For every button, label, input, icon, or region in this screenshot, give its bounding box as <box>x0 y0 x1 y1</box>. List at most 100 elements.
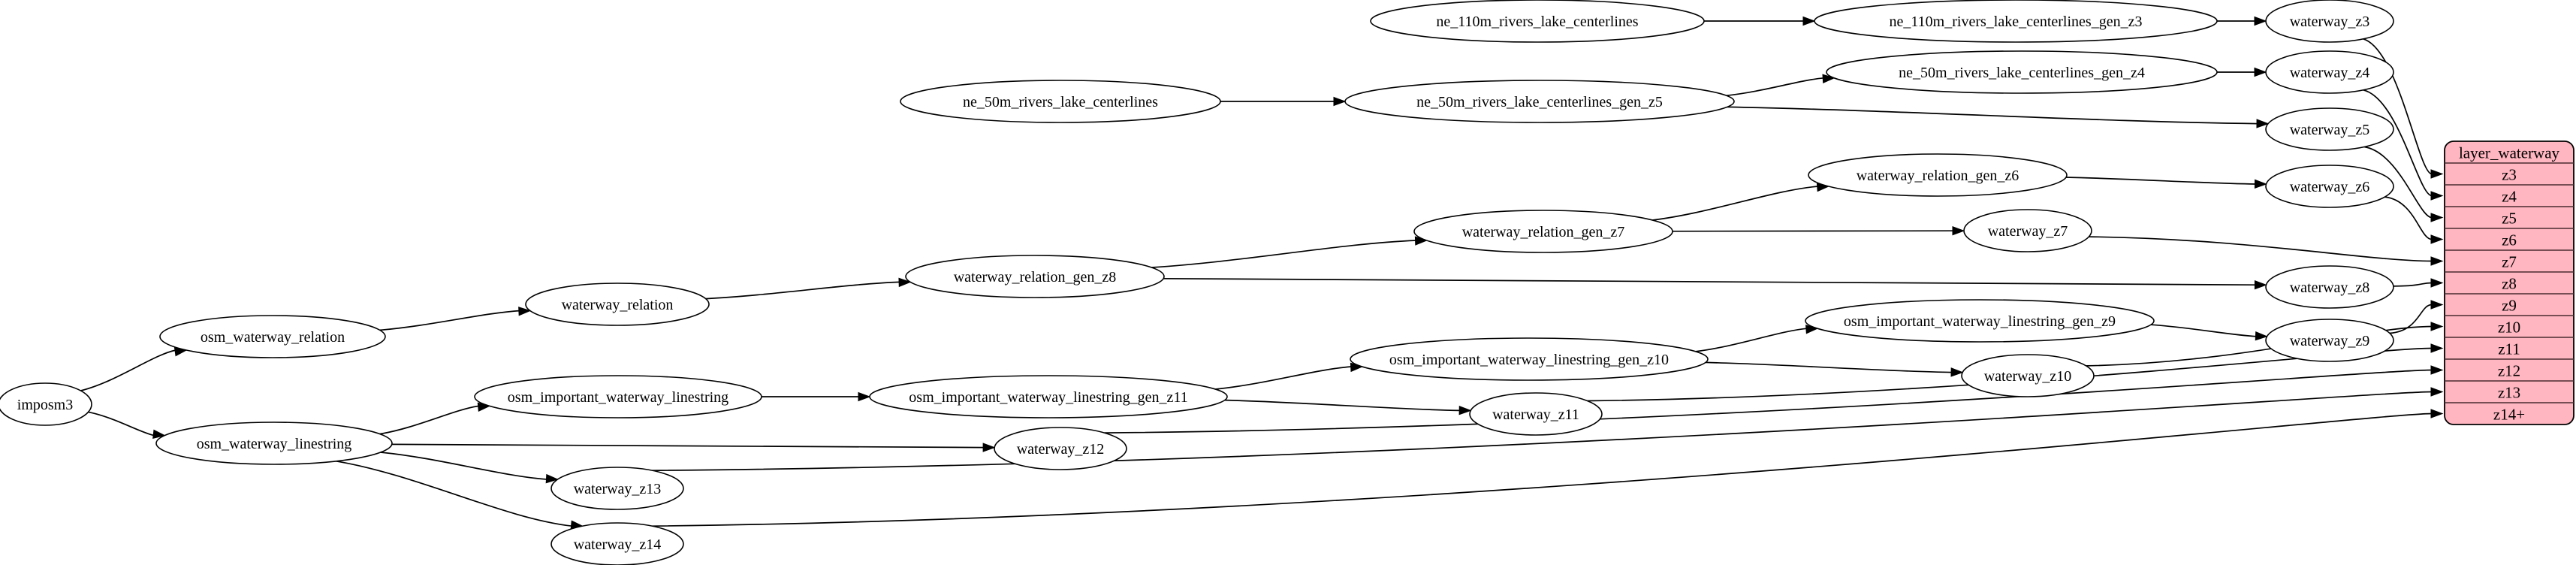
node-waterway_z10[interactable]: waterway_z10 <box>1961 354 2095 397</box>
edge-arrowhead <box>1802 16 1816 26</box>
node-osm_important_waterway_linestring_gen_z9[interactable]: osm_important_waterway_linestring_gen_z9 <box>1805 299 2155 343</box>
edge-osm_waterway_linestring--to--osm_important_waterway_linestring <box>379 405 479 435</box>
node-imposm3[interactable]: imposm3 <box>0 382 92 426</box>
edge-arrowhead <box>2254 179 2267 189</box>
edge-ne_50m_rivers_lake_centerlines_gen_z5--to--waterway_z5 <box>1727 106 2258 125</box>
node-shape <box>869 375 1228 418</box>
node-shape <box>1808 153 2068 197</box>
table-row-z3[interactable]: z3 <box>2502 166 2517 184</box>
node-waterway_z6[interactable]: waterway_z6 <box>2265 165 2394 208</box>
edge-arrowhead <box>545 473 559 484</box>
node-label: osm_important_waterway_linestring_gen_z1… <box>1389 352 1669 368</box>
node-waterway_relation_gen_z7[interactable]: waterway_relation_gen_z7 <box>1413 210 1673 253</box>
node-shape <box>1344 80 1735 123</box>
node-ne_50m_rivers_lake_centerlines_gen_z4[interactable]: ne_50m_rivers_lake_centerlines_gen_z4 <box>1826 50 2218 94</box>
table-row-z13[interactable]: z13 <box>2498 384 2520 402</box>
node-osm_waterway_linestring[interactable]: osm_waterway_linestring <box>155 421 393 465</box>
node-waterway_z8[interactable]: waterway_z8 <box>2265 265 2394 309</box>
node-shape <box>155 421 393 465</box>
node-waterway_z12[interactable]: waterway_z12 <box>994 427 1127 470</box>
node-ne_50m_rivers_lake_centerlines_gen_z5[interactable]: ne_50m_rivers_lake_centerlines_gen_z5 <box>1344 80 1735 123</box>
table-row-z6[interactable]: z6 <box>2502 231 2517 249</box>
node-waterway_z4[interactable]: waterway_z4 <box>2265 50 2394 94</box>
node-waterway_z9[interactable]: waterway_z9 <box>2265 319 2394 362</box>
edge-osm_important_waterway_linestring_gen_z10--to--osm_important_waterway_linestring_gen_z9 <box>1695 328 1808 352</box>
node-shape <box>1469 392 1603 436</box>
node-label: imposm3 <box>17 397 73 413</box>
node-waterway_z14[interactable]: waterway_z14 <box>550 522 684 565</box>
edge-arrowhead <box>2430 300 2444 310</box>
table-outline <box>2444 140 2574 425</box>
table-row-z7[interactable]: z7 <box>2502 253 2517 271</box>
node-osm_waterway_relation[interactable]: osm_waterway_relation <box>159 315 386 358</box>
edge-osm_waterway_relation--to--waterway_relation <box>379 310 520 331</box>
edge-arrowhead <box>2430 213 2444 222</box>
node-label: waterway_z11 <box>1492 406 1579 423</box>
node-label: waterway_z3 <box>2290 14 2370 30</box>
edge-arrowhead <box>2255 331 2268 341</box>
node-osm_important_waterway_linestring[interactable]: osm_important_waterway_linestring <box>474 375 762 418</box>
table-row-z4[interactable]: z4 <box>2502 188 2517 206</box>
edge-arrowhead <box>2254 279 2267 290</box>
node-shape <box>159 315 386 358</box>
edge-imposm3--to--osm_waterway_relation <box>80 349 176 391</box>
edge-arrowhead <box>1952 225 1965 236</box>
node-shape <box>550 522 684 565</box>
edges-layer <box>80 16 2444 530</box>
table-row-z11[interactable]: z11 <box>2498 340 2520 358</box>
table-row-z12[interactable]: z12 <box>2498 362 2520 380</box>
node-label: osm_waterway_linestring <box>197 436 352 452</box>
node-label: waterway_z14 <box>574 536 662 553</box>
edge-arrowhead <box>2430 169 2444 179</box>
node-waterway_z5[interactable]: waterway_z5 <box>2265 107 2394 151</box>
node-osm_important_waterway_linestring_gen_z10[interactable]: osm_important_waterway_linestring_gen_z1… <box>1350 337 1709 381</box>
node-shape <box>1826 50 2218 94</box>
edge-osm_important_waterway_linestring_gen_z11--to--waterway_z11 <box>1224 399 1461 412</box>
node-label: osm_important_waterway_linestring <box>508 389 728 406</box>
node-waterway_z7[interactable]: waterway_z7 <box>1963 209 2092 252</box>
node-label: waterway_z9 <box>2290 333 2370 349</box>
edge-osm_important_waterway_linestring_gen_z11--to--osm_important_waterway_linestring_gen_z10 <box>1215 366 1352 390</box>
node-shape <box>2265 165 2394 208</box>
edge-waterway_z4--to--layer_waterway-z4 <box>2363 89 2433 197</box>
node-label: waterway_z8 <box>2290 279 2370 296</box>
node-label: ne_50m_rivers_lake_centerlines_gen_z5 <box>1416 94 1663 110</box>
node-shape <box>2265 50 2394 94</box>
node-waterway_relation[interactable]: waterway_relation <box>525 282 710 326</box>
node-waterway_relation_gen_z8[interactable]: waterway_relation_gen_z8 <box>905 255 1165 298</box>
node-label: ne_110m_rivers_lake_centerlines <box>1436 14 1638 30</box>
table-row-z10[interactable]: z10 <box>2498 319 2520 337</box>
edge-arrowhead <box>2430 322 2444 331</box>
table-row-z5[interactable]: z5 <box>2502 210 2517 228</box>
node-ne_110m_rivers_lake_centerlines_gen_z3[interactable]: ne_110m_rivers_lake_centerlines_gen_z3 <box>1814 0 2218 43</box>
node-ne_110m_rivers_lake_centerlines[interactable]: ne_110m_rivers_lake_centerlines <box>1370 0 1705 43</box>
node-shape <box>550 467 684 510</box>
node-shape <box>1413 210 1673 253</box>
edge-waterway_relation_gen_z8--to--waterway_z8 <box>1163 277 2256 286</box>
node-waterway_z3[interactable]: waterway_z3 <box>2265 0 2394 43</box>
table-row-z14plus[interactable]: z14+ <box>2493 406 2525 424</box>
node-waterway_z11[interactable]: waterway_z11 <box>1469 392 1603 436</box>
edge-waterway_z7--to--layer_waterway-z7 <box>2089 236 2433 262</box>
edge-ne_50m_rivers_lake_centerlines_gen_z5--to--ne_50m_rivers_lake_centerlines_gen_z4 <box>1726 77 1824 97</box>
edge-arrowhead <box>2254 16 2267 26</box>
nodes-layer: imposm3 osm_waterway_relation osm_waterway… <box>0 0 2394 565</box>
node-label: ne_50m_rivers_lake_centerlines <box>963 94 1158 110</box>
node-osm_important_waterway_linestring_gen_z11[interactable]: osm_important_waterway_linestring_gen_z1… <box>869 375 1228 418</box>
edge-arrowhead <box>2430 387 2444 397</box>
node-waterway_relation_gen_z6[interactable]: waterway_relation_gen_z6 <box>1808 153 2068 197</box>
table-row-z8[interactable]: z8 <box>2502 275 2517 293</box>
node-shape <box>2265 319 2394 362</box>
edge-waterway_relation_gen_z6--to--waterway_z6 <box>2065 177 2256 185</box>
node-ne_50m_rivers_lake_centerlines[interactable]: ne_50m_rivers_lake_centerlines <box>900 80 1221 123</box>
edge-arrowhead <box>898 277 912 288</box>
edge-osm_important_waterway_linestring_gen_z9--to--waterway_z9 <box>2150 324 2257 337</box>
node-label: waterway_z10 <box>1984 368 2072 385</box>
edge-waterway_relation--to--waterway_relation_gen_z8 <box>705 281 900 300</box>
edge-arrowhead <box>518 307 532 316</box>
node-waterway_z13[interactable]: waterway_z13 <box>550 467 684 510</box>
node-label: waterway_z5 <box>2290 122 2370 138</box>
table-row-z9[interactable]: z9 <box>2502 297 2517 315</box>
